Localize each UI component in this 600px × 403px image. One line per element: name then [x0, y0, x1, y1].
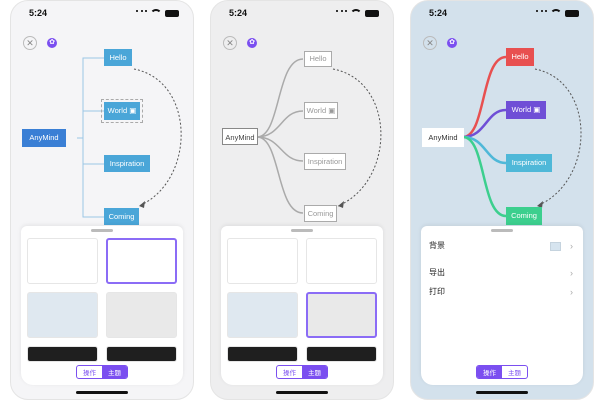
- chevron-right-icon: ›: [570, 241, 573, 251]
- battery-icon: [365, 9, 379, 17]
- phone-screen-1: 5:24 ✕ ✿ AnyMind Hello World ▣ Inspirati…: [10, 0, 194, 400]
- sheet-grabber[interactable]: [91, 229, 113, 232]
- sheet-grabber[interactable]: [491, 229, 513, 232]
- mindmap-root-node[interactable]: AnyMind: [422, 128, 464, 147]
- background-row[interactable]: 背景 ›: [429, 238, 575, 254]
- mindmap-root-node[interactable]: AnyMind: [22, 129, 66, 147]
- segment-theme[interactable]: 主题: [302, 366, 327, 378]
- theme-thumb-6[interactable]: [106, 346, 177, 362]
- wifi-icon: [550, 9, 562, 17]
- home-indicator: [476, 391, 528, 394]
- segment-theme[interactable]: 主题: [102, 366, 127, 378]
- mode-segment[interactable]: 操作 主题: [476, 365, 528, 379]
- battery-icon: [165, 9, 179, 17]
- print-row[interactable]: 打印 ›: [429, 284, 575, 300]
- note-icon: ▣: [328, 106, 336, 115]
- mindmap-node-world[interactable]: World ▣: [304, 102, 338, 119]
- segment-actions[interactable]: 操作: [283, 370, 296, 377]
- mindmap-connectors: [77, 57, 182, 218]
- theme-thumb-5[interactable]: [27, 346, 98, 362]
- phone-screen-2: 5:24 ✕ ✿ AnyMind Hello World ▣ Inspirati…: [210, 0, 394, 400]
- chevron-right-icon: ›: [570, 287, 573, 297]
- segment-theme[interactable]: 主题: [508, 370, 521, 377]
- status-bar: 5:24: [211, 8, 393, 20]
- background-label: 背景: [429, 241, 445, 250]
- print-label: 打印: [429, 287, 445, 296]
- status-bar: 5:24: [11, 8, 193, 20]
- sheet-grabber[interactable]: [291, 229, 313, 232]
- mindmap-node-inspiration[interactable]: Inspiration: [304, 153, 346, 170]
- mindmap-node-hello[interactable]: Hello: [506, 48, 534, 66]
- settings-sheet: 背景 › 导出 › 打印 › 操作 主题: [421, 226, 583, 385]
- home-indicator: [276, 391, 328, 394]
- segment-actions[interactable]: 操作: [83, 370, 96, 377]
- theme-thumb-3[interactable]: [27, 292, 98, 338]
- mindmap-connectors: [256, 58, 382, 214]
- note-icon: ▣: [129, 106, 137, 115]
- theme-sheet: 操作 主题: [221, 226, 383, 385]
- mindmap-node-coming[interactable]: Coming: [104, 208, 139, 225]
- mindmap-node-inspiration[interactable]: Inspiration: [104, 155, 150, 172]
- mindmap-connectors: [462, 55, 582, 218]
- theme-thumb-4[interactable]: [306, 292, 377, 338]
- signal-icon: [536, 10, 547, 16]
- theme-thumb-1[interactable]: [227, 238, 298, 284]
- segment-actions[interactable]: 操作: [477, 366, 502, 378]
- theme-thumb-1[interactable]: [27, 238, 98, 284]
- close-button[interactable]: ✕: [423, 36, 437, 50]
- theme-thumb-5[interactable]: [227, 346, 298, 362]
- home-indicator: [76, 391, 128, 394]
- wifi-icon: [350, 9, 362, 17]
- export-row[interactable]: 导出 ›: [429, 265, 575, 281]
- battery-icon: [565, 9, 579, 17]
- note-icon: ▣: [533, 105, 541, 114]
- status-bar: 5:24: [411, 8, 593, 20]
- chevron-right-icon: ›: [570, 268, 573, 278]
- theme-thumb-2[interactable]: [306, 238, 377, 284]
- mindmap-node-inspiration[interactable]: Inspiration: [506, 154, 552, 172]
- settings-gear-button[interactable]: ✿: [247, 38, 257, 48]
- theme-thumb-3[interactable]: [227, 292, 298, 338]
- mindmap-node-coming[interactable]: Coming: [304, 205, 337, 222]
- mindmap-node-world[interactable]: World ▣: [506, 101, 546, 119]
- settings-gear-button[interactable]: ✿: [47, 38, 57, 48]
- status-time: 5:24: [229, 8, 248, 18]
- mindmap-node-world[interactable]: World ▣: [101, 99, 143, 123]
- theme-thumb-6[interactable]: [306, 346, 377, 362]
- status-time: 5:24: [429, 8, 448, 18]
- close-button[interactable]: ✕: [23, 36, 37, 50]
- theme-thumb-4[interactable]: [106, 292, 177, 338]
- mindmap-node-coming[interactable]: Coming: [506, 207, 542, 225]
- status-time: 5:24: [29, 8, 48, 18]
- theme-thumb-2[interactable]: [106, 238, 177, 284]
- mindmap-node-hello[interactable]: Hello: [104, 49, 132, 66]
- theme-sheet: 操作 主题: [21, 226, 183, 385]
- background-swatch: [550, 242, 561, 251]
- signal-icon: [336, 10, 347, 16]
- mindmap-root-node[interactable]: AnyMind: [222, 128, 258, 145]
- mode-segment[interactable]: 操作 主题: [276, 365, 328, 379]
- mode-segment[interactable]: 操作 主题: [76, 365, 128, 379]
- mindmap-node-hello[interactable]: Hello: [304, 51, 332, 67]
- signal-icon: [136, 10, 147, 16]
- export-label: 导出: [429, 268, 445, 277]
- phone-screen-3: 5:24 ✕ ✿ AnyMind Hello World ▣ Inspirati…: [410, 0, 594, 400]
- close-button[interactable]: ✕: [223, 36, 237, 50]
- wifi-icon: [150, 9, 162, 17]
- settings-gear-button[interactable]: ✿: [447, 38, 457, 48]
